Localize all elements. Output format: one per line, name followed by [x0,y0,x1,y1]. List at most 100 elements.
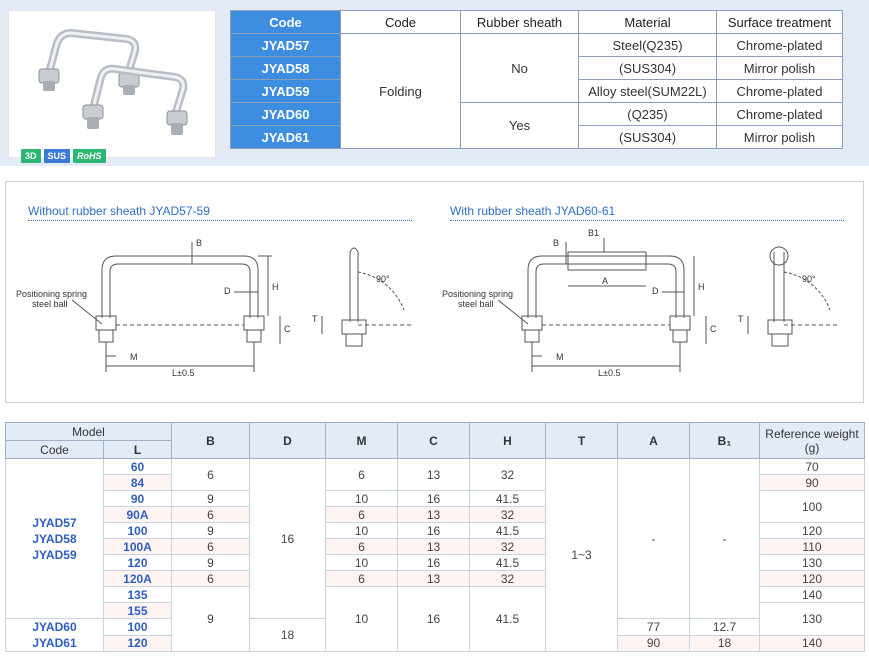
B-value: 6 [171,538,250,555]
L-value: 120 [103,554,172,571]
spec-table: Code Code Rubber sheath Material Surface… [230,10,843,149]
spec-material: (Q235) [578,102,717,126]
spec-code: JYAD59 [230,79,341,103]
B1-value: 18 [689,634,760,652]
spec-header-code: Code [230,10,341,34]
header-T: T [545,422,618,459]
C-value: 16 [397,490,470,507]
L-value: 60 [103,458,172,475]
header-weight: Reference weight (g) [759,422,865,459]
label-B-left: B [196,238,202,248]
handle-illustration [38,28,188,135]
L-value: 90 [103,490,172,507]
B1-value: 12.7 [689,618,760,636]
spec-code: JYAD58 [230,56,341,80]
H-value: 32 [469,570,546,587]
spec-material: Steel(Q235) [578,33,717,57]
label-positioning-left: Positioning spring [16,289,87,299]
label-C-right: C [710,324,717,334]
badge-rohs: RoHS [73,149,106,163]
weight-value: 100 [759,490,865,523]
M-value: 6 [325,458,398,491]
M-value: 10 [325,490,398,507]
spec-header-surface: Surface treatment [716,10,843,34]
weight-value: 110 [759,538,865,555]
H-value: 41.5 [469,522,546,539]
spec-type: Folding [340,33,461,149]
header-model: Model [5,422,172,441]
label-L-right: L±0.5 [598,368,620,378]
code-jyad61: JYAD61 [32,636,77,650]
header-M: M [325,422,398,459]
certification-badges: 3D SUS RoHS [21,149,106,163]
H-value: 32 [469,506,546,523]
L-value: 90A [103,506,172,523]
spec-surface: Mirror polish [716,56,843,80]
M-value: 10 [325,522,398,539]
dimensions-table: Model B D M C H T A B₁ Reference weight … [5,422,865,652]
A-value: 90 [617,634,690,652]
M-value: 10 [325,586,398,652]
code-jyad57: JYAD57 [32,515,77,530]
weight-value: 70 [759,458,865,475]
diagram-title-left: Without rubber sheath JYAD57-59 [28,204,412,221]
B-value: 9 [171,522,250,539]
spec-header-type: Code [340,10,461,34]
weight-value: 120 [759,522,865,539]
label-C-left: C [284,324,291,334]
spec-material: Alloy steel(SUM22L) [578,79,717,103]
label-H-left: H [272,282,279,292]
technical-drawing: Positioning spring steel ball B D H C M … [16,228,840,378]
spec-surface: Chrome-plated [716,33,843,57]
B-value: 6 [171,570,250,587]
H-value: 41.5 [469,586,546,652]
L-value: 155 [103,602,172,619]
label-D-right: D [652,286,659,296]
L-value: 100A [103,538,172,555]
diagram-title-right: With rubber sheath JYAD60-61 [450,204,844,221]
spec-rubber-yes: Yes [460,102,579,149]
spec-header-material: Material [578,10,717,34]
D-value: 16 [249,458,326,619]
product-photo: 3D SUS RoHS [8,10,216,163]
label-A-right: A [602,276,608,286]
T-value: 1~3 [545,458,618,652]
D-value: 18 [249,618,326,652]
label-D-left: D [224,286,231,296]
group2-codes: JYAD60 JYAD61 [5,618,104,652]
weight-value: 120 [759,570,865,587]
C-value: 13 [397,506,470,523]
group1-codes: JYAD57 JYAD58 JYAD59 [5,458,104,619]
spec-header-rubber: Rubber sheath [460,10,579,34]
C-value: 13 [397,538,470,555]
B-value: 9 [171,490,250,507]
badge-sus: SUS [43,149,71,163]
header-B1: B₁ [689,422,760,459]
B-value: 6 [171,506,250,523]
label-steel-ball-left: steel ball [32,299,68,309]
weight-value: 140 [759,634,865,652]
label-M-right: M [556,352,564,362]
header-code: Code [5,440,104,459]
header-H: H [469,422,546,459]
A-value: - [617,458,690,619]
L-value: 84 [103,474,172,491]
header-B: B [171,422,250,459]
weight-value: 130 [759,554,865,571]
label-T-left: T [312,314,318,324]
spec-surface: Mirror polish [716,125,843,149]
header-D: D [249,422,326,459]
spec-code: JYAD57 [230,33,341,57]
B1-value: - [689,458,760,619]
spec-material: (SUS304) [578,125,717,149]
spec-code: JYAD60 [230,102,341,126]
spec-surface: Chrome-plated [716,79,843,103]
B-value: 6 [171,458,250,491]
spec-material: (SUS304) [578,56,717,80]
label-steel-ball-right: steel ball [458,299,494,309]
C-value: 13 [397,570,470,587]
weight-value: 140 [759,586,865,603]
L-value: 100 [103,618,172,636]
L-value: 120A [103,570,172,587]
label-H-right: H [698,282,705,292]
